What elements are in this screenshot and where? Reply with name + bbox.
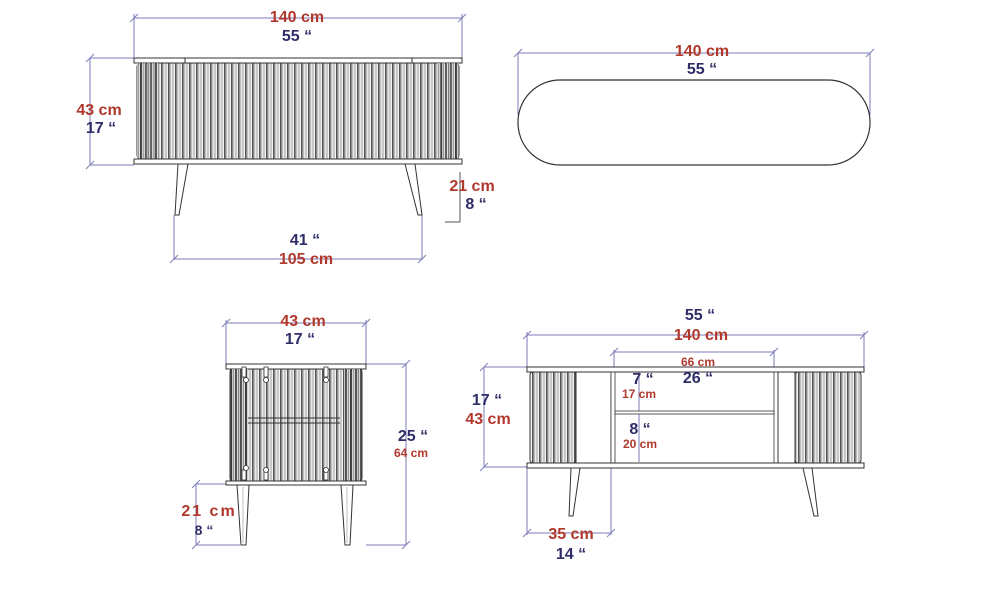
open-front-view [479,330,869,538]
open-upper-shelf-cm: 17 cm [621,387,657,401]
top-width-in: 55 “ [686,61,718,78]
side-leg-height-cm: 21 cm [181,503,237,520]
front-height-in: 17 “ [85,120,117,137]
open-door-width-in: 14 “ [555,546,587,563]
open-lower-shelf-cm: 20 cm [622,437,658,451]
top-view [513,48,875,166]
side-total-height-in: 25 “ [397,428,429,445]
open-body-height-in: 17 “ [471,392,503,409]
open-upper-shelf-in: 7 “ [632,371,654,388]
side-depth-cm: 43 cm [280,313,326,330]
front-view [85,13,467,264]
open-width-in: 55 “ [684,307,716,324]
front-leg-span-in: 41 “ [289,232,321,249]
open-inner-width-cm: 66 cm [680,355,716,369]
tabletop-outline [517,79,871,166]
side-total-height-cm: 64 cm [393,446,429,460]
front-height-cm: 43 cm [76,102,122,119]
side-depth-in: 17 “ [284,331,316,348]
open-inner-width-in: 26 “ [682,370,714,387]
open-lower-shelf-in: 8 “ [629,421,651,438]
side-view [191,318,411,550]
front-dimension-lines [85,13,467,264]
front-width-cm: 140 cm [269,9,325,26]
hinge-marks [241,366,329,481]
side-leg-height-in: 8 “ [194,522,214,538]
front-width-in: 55 “ [281,28,313,45]
front-leg-span-cm: 105 cm [278,251,334,268]
front-leg-height-cm: 21 cm [449,178,495,195]
top-width-cm: 140 cm [674,43,730,60]
front-leg-height-in: 8 “ [465,196,487,213]
open-body-height-cm: 43 cm [465,411,511,428]
open-width-cm: 140 cm [673,327,729,344]
open-door-width-cm: 35 cm [548,526,594,543]
